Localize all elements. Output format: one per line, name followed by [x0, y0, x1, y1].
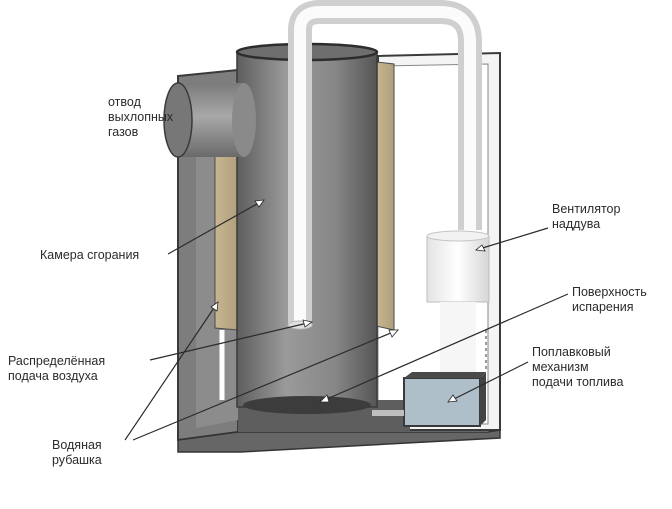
leader-evaporation — [319, 293, 569, 403]
leader-jacket-left — [124, 301, 219, 441]
arrow-evaporation — [319, 394, 330, 403]
label-evaporation-surface: Поверхность испарения — [572, 285, 647, 314]
leader-float — [447, 361, 529, 403]
label-blower-fan: Вентилятор наддува — [552, 202, 621, 231]
arrow-fan — [475, 244, 486, 252]
arrow-combustion — [254, 199, 265, 208]
exhaust-pipe — [163, 82, 256, 158]
label-float-mechanism: Поплавковый механизм подачи топлива — [532, 345, 624, 389]
leader-fan — [475, 227, 549, 251]
arrow-jacket-right — [388, 329, 399, 338]
leader-air — [149, 321, 313, 361]
leader-jacket-right — [132, 329, 399, 441]
arrow-float — [447, 394, 458, 403]
arrow-air — [302, 319, 313, 328]
blower-fan — [426, 230, 490, 422]
float-box — [372, 330, 487, 427]
leader-lines — [124, 199, 569, 441]
label-water-jacket: Водяная рубашка — [52, 438, 102, 467]
label-exhaust: отвод выхлопных газов — [108, 95, 174, 139]
label-combustion-chamber: Камера сгорания — [40, 248, 140, 262]
water-jacket-drawing — [214, 61, 395, 400]
label-air-supply: Распределённая подача воздуха — [8, 354, 106, 383]
leader-combustion — [167, 199, 265, 255]
arrow-jacket-left — [210, 301, 219, 312]
